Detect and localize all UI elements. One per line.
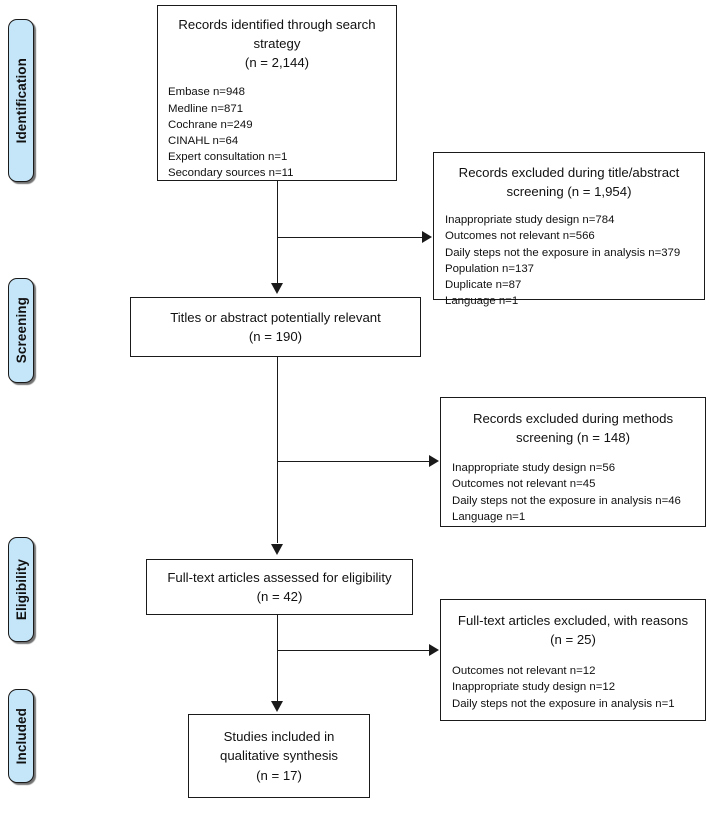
node-excluded-fulltext: Full-text articles excluded, with reason…	[440, 599, 706, 721]
node-records-identified-sources: Embase n=948 Medline n=871 Cochrane n=24…	[168, 84, 396, 181]
node-excluded-fulltext-reasons: Outcomes not relevant n=12 Inappropriate…	[452, 663, 705, 712]
list-item: Language n=1	[445, 295, 519, 308]
list-item: Daily steps not the exposure in analysis…	[445, 246, 681, 259]
list-item: Expert consultation n=1	[168, 151, 288, 164]
connector-fulltext-to-included-line	[277, 615, 278, 702]
node-excluded-title-abstract-title: Records excluded during title/abstract	[458, 165, 680, 180]
phase-label-eligibility-text: Eligibility	[13, 558, 29, 621]
node-records-identified: Records identified through search strate…	[157, 5, 397, 181]
node-fulltext-assessed: Full-text articles assessed for eligibil…	[146, 559, 413, 615]
node-excluded-methods: Records excluded during methods screenin…	[440, 397, 706, 527]
list-item: Population n=137	[445, 262, 534, 275]
node-titles-potentially-relevant-count: (n = 190)	[248, 329, 303, 344]
list-item: Outcomes not relevant n=12	[452, 665, 596, 678]
phase-label-eligibility: Eligibility	[8, 537, 34, 642]
phase-label-included: Included	[8, 689, 34, 783]
list-item: Embase n=948	[168, 86, 245, 99]
node-excluded-title-abstract-reasons: Inappropriate study design n=784 Outcome…	[445, 212, 704, 309]
node-included-studies-count: (n = 17)	[256, 767, 302, 783]
node-records-identified-count: (n = 2,144)	[244, 55, 310, 71]
connector-to-fulltext-exclusions-line	[277, 650, 430, 651]
phase-label-included-text: Included	[13, 707, 29, 765]
connector-to-title-abstract-exclusions-line	[277, 237, 424, 238]
list-item: Outcomes not relevant n=45	[452, 478, 596, 491]
list-item: Daily steps not the exposure in analysis…	[452, 697, 675, 710]
node-excluded-methods-title2: screening (n = 148)	[516, 430, 630, 446]
list-item: Language n=1	[452, 510, 526, 523]
phase-label-identification-text: Identification	[13, 57, 29, 144]
connector-titles-to-fulltext-line	[277, 357, 278, 543]
list-item: Daily steps not the exposure in analysis…	[452, 494, 681, 507]
node-records-identified-title: Records identified through search	[178, 17, 376, 32]
list-item: Secondary sources n=11	[168, 167, 294, 180]
connector-titles-to-fulltext-arrow	[270, 544, 283, 555]
node-included-studies-heading: Studies included in qualitative synthesi…	[220, 727, 338, 784]
list-item: Outcomes not relevant n=566	[445, 230, 595, 243]
list-item: Medline n=871	[168, 102, 244, 115]
node-fulltext-assessed-count: (n = 42)	[256, 589, 303, 604]
node-included-studies-title: Studies included in	[223, 729, 335, 745]
node-titles-potentially-relevant-title: Titles or abstract potentially relevant	[170, 309, 381, 325]
list-item: Cochrane n=249	[168, 118, 253, 131]
node-excluded-methods-heading: Records excluded during methods screenin…	[441, 398, 705, 447]
node-excluded-title-abstract-heading: Records excluded during title/abstract s…	[434, 153, 704, 201]
node-excluded-fulltext-heading: Full-text articles excluded, with reason…	[441, 600, 705, 649]
list-item: CINAHL n=64	[168, 134, 239, 147]
list-item: Inappropriate study design n=784	[445, 214, 615, 227]
connector-to-title-abstract-exclusions-arrow	[422, 231, 432, 243]
node-excluded-methods-reasons: Inappropriate study design n=56 Outcomes…	[452, 460, 705, 525]
list-item: Inappropriate study design n=56	[452, 462, 616, 475]
connector-fulltext-to-included-arrow	[270, 701, 283, 712]
phase-label-identification: Identification	[8, 19, 34, 182]
node-records-identified-title2: strategy	[253, 36, 301, 52]
connector-to-methods-exclusions-arrow	[429, 455, 439, 467]
node-excluded-title-abstract: Records excluded during title/abstract s…	[433, 152, 705, 307]
node-excluded-fulltext-count: (n = 25)	[550, 632, 596, 648]
phase-label-screening: Screening	[8, 278, 34, 383]
node-included-studies-title2: qualitative synthesis	[219, 748, 339, 764]
phase-label-screening-text: Screening	[13, 297, 29, 364]
node-records-identified-heading: Records identified through search strate…	[158, 6, 396, 72]
connector-to-fulltext-exclusions-arrow	[429, 644, 439, 656]
connector-identified-to-titles-line	[277, 181, 278, 286]
node-fulltext-assessed-heading: Full-text articles assessed for eligibil…	[167, 568, 391, 606]
node-fulltext-assessed-title: Full-text articles assessed for eligibil…	[167, 569, 392, 585]
node-included-studies: Studies included in qualitative synthesi…	[188, 714, 370, 798]
list-item: Duplicate n=87	[445, 279, 522, 292]
node-excluded-fulltext-title: Full-text articles excluded, with reason…	[457, 613, 689, 628]
connector-to-methods-exclusions-line	[277, 461, 430, 462]
node-titles-potentially-relevant: Titles or abstract potentially relevant …	[130, 297, 421, 357]
list-item: Inappropriate study design n=12	[452, 681, 616, 694]
node-excluded-title-abstract-title2: screening (n = 1,954)	[506, 184, 632, 200]
node-titles-potentially-relevant-heading: Titles or abstract potentially relevant …	[170, 308, 381, 346]
node-excluded-methods-title: Records excluded during methods	[472, 411, 674, 426]
connector-identified-to-titles-arrow	[270, 283, 283, 294]
